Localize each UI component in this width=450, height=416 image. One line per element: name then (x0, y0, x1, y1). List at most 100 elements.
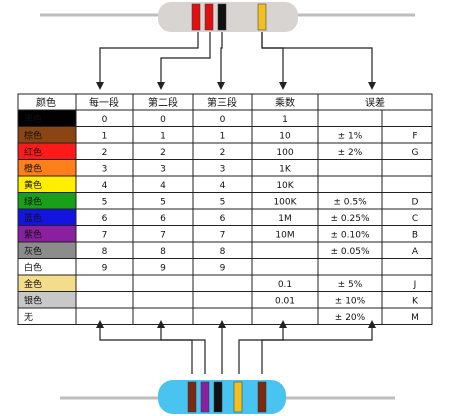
connector-band-1-bottom (99, 328, 193, 374)
digit3-value: 4 (220, 181, 226, 191)
color-swatch (18, 308, 76, 325)
table-row: 黄色 4 4 4 10K (18, 176, 295, 193)
top-band-2 (204, 3, 214, 31)
digit2-value: 9 (160, 263, 166, 273)
color-swatch (18, 258, 76, 275)
multiplier-value: 1M (278, 214, 292, 224)
tolerance-code: G (412, 148, 419, 158)
tolerance-value: ± 0.25% (331, 214, 370, 224)
tolerance-code: A (412, 247, 419, 257)
tolerance-code: C (412, 214, 418, 224)
digit3-value: 6 (220, 214, 226, 224)
top-resistor (40, 2, 415, 32)
digit1-value: 1 (102, 131, 108, 141)
color-swatch (18, 291, 76, 308)
color-swatch (18, 225, 76, 242)
digit3-value: 2 (220, 148, 226, 158)
table-row: 灰色 8 8 8 ± 0.05% A (18, 242, 419, 259)
digit2-value: 4 (160, 181, 166, 191)
top-arrow-4 (279, 82, 287, 90)
digit2-value: 7 (160, 230, 166, 240)
bottom-band-3 (213, 381, 223, 413)
color-swatch (18, 159, 76, 176)
digit1-value: 3 (102, 164, 108, 174)
color-swatch (18, 242, 76, 259)
color-swatch (18, 110, 76, 127)
multiplier-value: 0.01 (275, 296, 295, 306)
bottom-band-1 (187, 381, 197, 413)
color-name: 金色 (24, 278, 42, 290)
connector-band-1-top (99, 32, 199, 82)
color-name: 无 (24, 312, 33, 323)
digit2-value: 0 (160, 115, 166, 125)
tolerance-value: ± 10% (335, 296, 366, 306)
color-name: 银色 (24, 294, 42, 306)
digit1-value: 6 (102, 214, 108, 224)
connector-band-2-bottom (160, 328, 206, 374)
header-digit3: 第三段 (207, 96, 237, 109)
bottom-arrow-4 (279, 320, 287, 328)
multiplier-value: 10M (275, 230, 294, 240)
connector-band-4-top (261, 32, 284, 82)
color-swatch (18, 209, 76, 226)
header-tolerance: 误差 (365, 96, 385, 109)
digit2-value: 8 (160, 247, 166, 257)
color-swatch (18, 126, 76, 143)
bottom-connectors (99, 328, 373, 374)
header-row: 颜色 每一段 第二段 第三段 乘数 误差 (36, 96, 385, 109)
digit2-value: 1 (160, 131, 166, 141)
header-digit2: 第二段 (148, 96, 178, 109)
bottom-band-4 (233, 381, 243, 413)
color-name: 灰色 (24, 245, 42, 257)
color-name: 棕色 (24, 129, 42, 141)
tolerance-code: D (412, 197, 419, 207)
digit3-value: 7 (220, 230, 226, 240)
tolerance-value: ± 0.10% (331, 230, 370, 240)
multiplier-value: 0.1 (278, 280, 292, 290)
digit1-value: 5 (102, 197, 108, 207)
digit3-value: 5 (220, 197, 226, 207)
tolerance-value: ± 0.05% (331, 247, 370, 257)
connector-band-3-top (220, 32, 223, 82)
top-arrow-1 (96, 82, 104, 90)
tolerance-code: B (412, 230, 418, 240)
color-name: 橙色 (24, 162, 42, 174)
digit1-value: 8 (102, 247, 108, 257)
multiplier-value: 10 (279, 131, 291, 141)
bottom-band-5 (257, 381, 267, 413)
digit2-value: 3 (160, 164, 166, 174)
multiplier-value: 10K (276, 181, 294, 191)
multiplier-value: 1K (279, 164, 292, 174)
top-arrow-3 (217, 82, 225, 90)
digit2-value: 5 (160, 197, 166, 207)
tolerance-code: M (411, 313, 419, 323)
color-swatch (18, 143, 76, 160)
digit3-value: 1 (220, 131, 226, 141)
digit3-value: 0 (220, 115, 226, 125)
digit3-value: 9 (220, 263, 226, 273)
digit3-value: 8 (220, 247, 226, 257)
digit1-value: 4 (102, 181, 108, 191)
tolerance-value: ± 1% (338, 131, 363, 141)
color-name: 黄色 (24, 179, 42, 191)
bottom-arrows (96, 320, 376, 328)
multiplier-value: 1 (282, 115, 288, 125)
top-band-1 (191, 3, 201, 31)
top-arrow-2 (157, 82, 165, 90)
top-connectors (99, 32, 373, 82)
top-band-3 (217, 3, 227, 31)
digit2-value: 2 (160, 148, 166, 158)
bottom-arrow-1 (96, 320, 104, 328)
connector-band-2-top (160, 32, 211, 82)
color-name: 黑色 (24, 113, 42, 125)
